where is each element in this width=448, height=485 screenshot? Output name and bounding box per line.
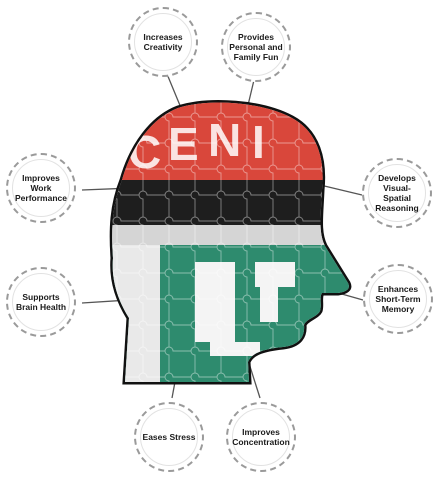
benefit-label: Provides Personal and Family Fun — [229, 31, 283, 62]
benefit-label: Increases Creativity — [143, 31, 183, 52]
benefit-label: Eases Stress — [142, 431, 196, 442]
benefit-eases-stress: Eases Stress — [134, 402, 204, 472]
benefit-supports-brain-health: Supports Brain Health — [6, 267, 76, 337]
benefit-increases-creativity: Increases Creativity — [128, 7, 198, 77]
benefit-label: Improves Work Performance — [15, 172, 67, 203]
puzzle-head: C E N I — [109, 100, 352, 385]
benefit-label: Improves Concentration — [232, 426, 290, 447]
benefit-enhances-memory: Enhances Short-Term Memory — [363, 264, 433, 334]
benefit-improves-work-performance: Improves Work Performance — [6, 153, 76, 223]
benefit-label: Supports Brain Health — [15, 291, 67, 312]
benefit-develops-visual-spatial: Develops Visual-Spatial Reasoning — [362, 158, 432, 228]
benefit-label: Develops Visual-Spatial Reasoning — [375, 172, 419, 214]
benefit-provides-fun: Provides Personal and Family Fun — [221, 12, 291, 82]
benefit-improves-concentration: Improves Concentration — [226, 402, 296, 472]
benefit-label: Enhances Short-Term Memory — [375, 283, 421, 314]
